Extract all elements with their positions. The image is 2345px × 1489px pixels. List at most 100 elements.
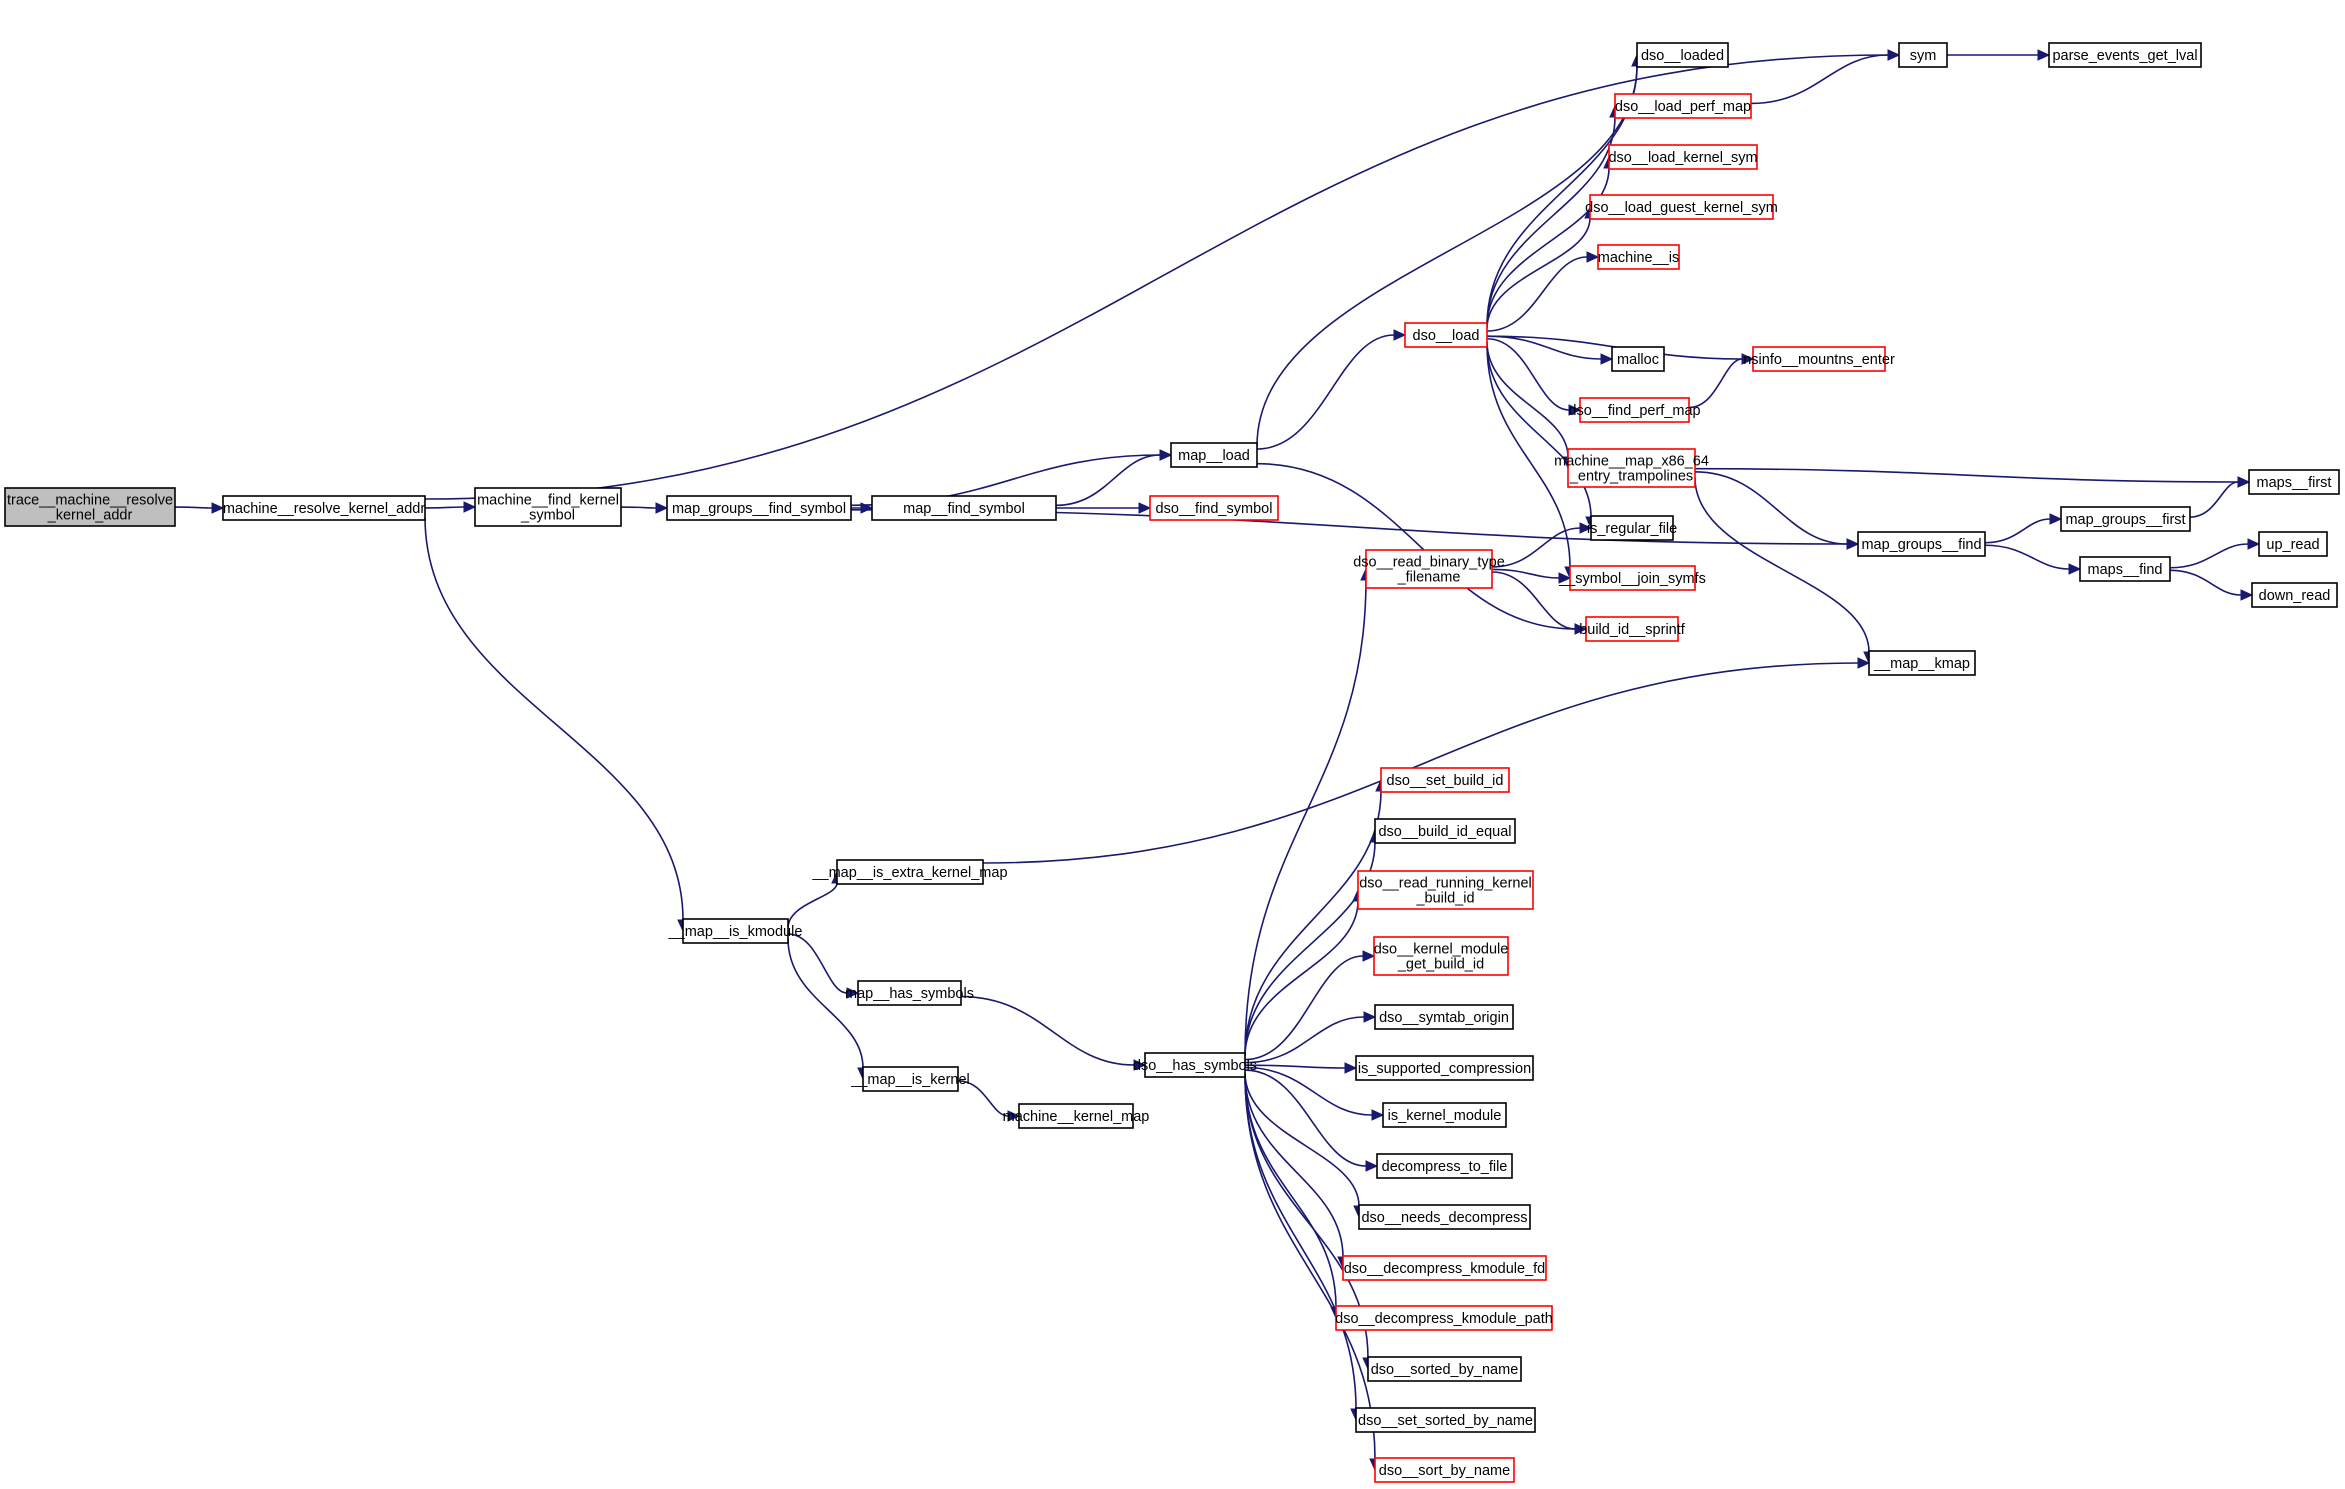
function-node[interactable]: __map__kmap <box>1868 650 1976 676</box>
function-node[interactable]: trace__machine__resolve_kernel_addr <box>4 487 176 527</box>
node-box <box>2248 469 2340 495</box>
function-node[interactable]: map_groups__first <box>2060 506 2191 532</box>
node-label: dso__build_id_equal <box>1378 824 1511 840</box>
node-label: dso__loaded <box>1641 48 1724 64</box>
node-box <box>1382 1102 1507 1128</box>
edge-line <box>1244 1016 1365 1064</box>
function-node[interactable]: dso__build_id_equal <box>1374 818 1516 844</box>
function-node[interactable]: dso__load_guest_kernel_sym <box>1585 194 1778 220</box>
function-node[interactable]: machine__kernel_map <box>1003 1103 1150 1129</box>
function-node[interactable]: is_supported_compression <box>1355 1055 1534 1081</box>
node-box <box>1585 616 1679 642</box>
call-edge <box>1984 544 2082 575</box>
arrowhead-icon <box>463 501 477 513</box>
edge-line <box>1244 900 1359 1057</box>
arrowhead-icon <box>1887 49 1901 61</box>
function-node[interactable]: __symbol__join_symfs <box>1558 565 1706 591</box>
edge-line <box>1244 1072 1360 1207</box>
call-edge <box>1694 477 1875 665</box>
node-box <box>1355 1407 1536 1433</box>
function-node[interactable]: map__has_symbols <box>845 980 974 1006</box>
node-box <box>1365 549 1493 589</box>
call-edge <box>1244 1069 1379 1172</box>
edge-line <box>1688 358 1743 409</box>
function-node[interactable]: decompress_to_file <box>1376 1153 1513 1179</box>
function-node[interactable]: dso__find_symbol <box>1149 495 1279 521</box>
node-box <box>1636 42 1729 68</box>
node-box <box>1342 1255 1547 1281</box>
node-label: build_id__sprintf <box>1579 622 1686 638</box>
call-edge <box>1244 888 1364 1057</box>
function-node[interactable]: dso__sorted_by_name <box>1367 1356 1522 1382</box>
function-node[interactable]: dso__decompress_kmodule_path <box>1335 1305 1553 1331</box>
function-node[interactable]: map_groups__find_symbol <box>666 495 852 521</box>
call-edge <box>174 502 225 514</box>
node-box <box>1752 346 1886 372</box>
node-label: dso__load <box>1413 328 1480 344</box>
function-node[interactable]: sym <box>1898 42 1948 68</box>
call-edge <box>1244 950 1376 1061</box>
function-node[interactable]: dso__set_sorted_by_name <box>1355 1407 1536 1433</box>
call-edge <box>1056 502 1152 514</box>
node-box <box>1335 1305 1553 1331</box>
function-node[interactable]: machine__find_kernel_symbol <box>474 487 622 527</box>
edge-line <box>1486 341 1569 458</box>
function-node[interactable]: parse_events_get_lval <box>2048 42 2202 68</box>
function-node[interactable]: is_kernel_module <box>1382 1102 1507 1128</box>
node-label: trace__machine__resolve <box>7 493 173 509</box>
function-node[interactable]: dso__read_binary_type_filename <box>1353 549 1505 589</box>
function-node[interactable]: dso__sort_by_name <box>1374 1457 1515 1483</box>
node-label: machine__is <box>1598 250 1679 266</box>
edge-line <box>787 882 838 929</box>
node-label: dso__symtab_origin <box>1379 1010 1509 1026</box>
function-node[interactable]: machine__is <box>1597 244 1680 270</box>
arrowhead-icon <box>1568 404 1582 416</box>
function-node[interactable]: maps__find <box>2079 556 2171 582</box>
function-node[interactable]: down_read <box>2251 582 2338 608</box>
function-node[interactable]: dso__set_build_id <box>1380 767 1510 793</box>
call-edge <box>1491 568 1572 584</box>
function-node[interactable]: dso__read_running_kernel_build_id <box>1357 870 1534 910</box>
call-edge <box>1244 1073 1362 1422</box>
node-label: _build_id <box>1415 891 1474 907</box>
function-node[interactable]: machine__resolve_kernel_addr <box>222 495 426 521</box>
function-node[interactable]: dso__load_perf_map <box>1614 93 1752 119</box>
function-node[interactable]: machine__map_x86_64_entry_trampolines <box>1554 448 1709 488</box>
function-node[interactable]: __map__is_kmodule <box>668 918 803 944</box>
function-node[interactable]: nsinfo__mountns_enter <box>1743 346 1895 372</box>
function-node[interactable]: build_id__sprintf <box>1579 616 1686 642</box>
function-node[interactable]: dso__loaded <box>1636 42 1729 68</box>
function-node[interactable]: malloc <box>1611 346 1665 372</box>
node-label: down_read <box>2259 588 2331 604</box>
function-node[interactable]: map_groups__find <box>1857 531 1986 557</box>
arrowhead-icon <box>1586 251 1600 263</box>
node-label: map__load <box>1178 448 1250 464</box>
function-node[interactable]: dso__symtab_origin <box>1374 1004 1514 1030</box>
arrowhead-icon <box>2068 563 2082 575</box>
function-node[interactable]: dso__load_kernel_sym <box>1608 144 1758 170</box>
function-node[interactable]: dso__find_perf_map <box>1568 397 1701 423</box>
node-box <box>871 495 1057 521</box>
edge-line <box>1491 527 1581 568</box>
function-node[interactable]: dso__needs_decompress <box>1358 1204 1531 1230</box>
node-box <box>1018 1103 1134 1129</box>
function-node[interactable]: dso__decompress_kmodule_fd <box>1342 1255 1547 1281</box>
function-node[interactable]: maps__first <box>2248 469 2340 495</box>
node-label: dso__set_sorted_by_name <box>1358 1413 1533 1429</box>
call-edge <box>1984 513 2063 544</box>
edge-line <box>1244 841 1376 1057</box>
function-node[interactable]: map__load <box>1170 442 1258 468</box>
node-box <box>1614 93 1752 119</box>
function-node[interactable]: __map__is_kernel <box>850 1066 970 1092</box>
node-box <box>1373 936 1509 976</box>
function-node[interactable]: up_read <box>2258 531 2328 557</box>
edge-line <box>1694 471 1848 545</box>
function-node[interactable]: map__find_symbol <box>871 495 1057 521</box>
function-node[interactable]: dso__load <box>1404 322 1488 348</box>
edge-line <box>1694 467 2239 483</box>
function-node[interactable]: dso__kernel_module_get_build_id <box>1373 936 1509 976</box>
function-node[interactable]: dso__has_symbols <box>1133 1052 1257 1078</box>
function-node[interactable]: is_regular_file <box>1587 515 1677 541</box>
edge-line <box>424 54 1889 500</box>
function-node[interactable]: __map__is_extra_kernel_map <box>811 859 1008 885</box>
